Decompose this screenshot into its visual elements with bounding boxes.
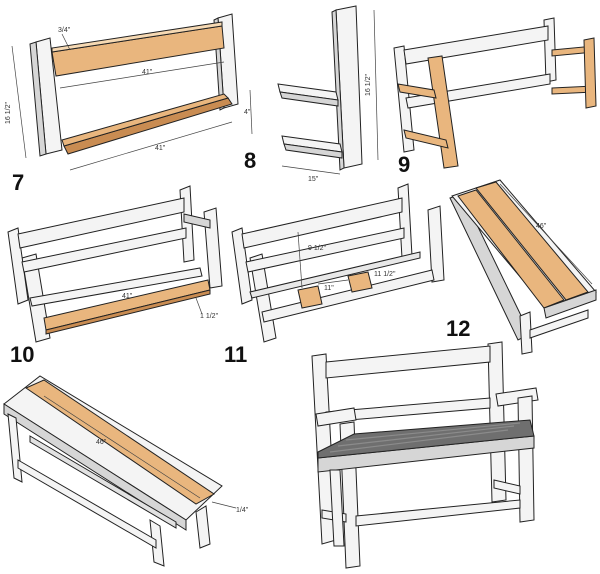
dim-span: 11" xyxy=(324,285,334,292)
step-7-panel: 41" 41" 16 1/2" 3/4" 7 xyxy=(5,13,239,195)
arm-post-right xyxy=(583,37,597,109)
top-rail-wood-edge xyxy=(51,21,223,53)
dim-height-8: 16 1/2" xyxy=(365,74,372,96)
bench-inner-rail xyxy=(29,435,177,529)
dim-length-10: 41" xyxy=(122,293,133,300)
step-11-panel: 9 1/2" 11" 11 1/2" 11 xyxy=(224,183,445,367)
top-rail-wood xyxy=(51,25,225,77)
bottom-stretcher-white xyxy=(29,267,203,307)
dim-line-offset xyxy=(195,297,203,315)
dim-line-depth xyxy=(281,165,341,175)
dim-line-top-length xyxy=(59,61,225,89)
back-rail-upper-11 xyxy=(241,197,403,249)
seat-frame-front xyxy=(543,289,597,319)
finished-back-top-rail xyxy=(325,345,491,379)
seat-leg-front xyxy=(519,311,533,355)
step-8-number: 8 xyxy=(244,148,256,173)
arm-upper-rail-face xyxy=(279,91,339,107)
dim-line-height-8 xyxy=(373,9,379,161)
step-11-number: 11 xyxy=(224,342,247,367)
dim-line-bottom-length xyxy=(69,121,233,171)
step-9-panel: 9 xyxy=(393,17,597,177)
dim-overhang: 1/4" xyxy=(236,507,249,514)
bench-lower-stretcher xyxy=(17,459,157,549)
slat-support-left xyxy=(297,285,323,309)
dim-height: 16 1/2" xyxy=(5,102,12,124)
arm-post-left xyxy=(427,55,459,169)
finished-arm-rest-left xyxy=(315,407,357,427)
center-slat-wood xyxy=(24,379,215,505)
dim-line-height xyxy=(11,45,27,159)
arm-post-side xyxy=(331,9,345,171)
back-top-rail xyxy=(403,25,549,65)
seat-slat-wood-2 xyxy=(457,189,565,309)
dim-gap: 11 1/2" xyxy=(374,271,396,278)
bench-top-front-face xyxy=(3,403,187,531)
step-12-number: 12 xyxy=(446,316,470,341)
step-9-number: 9 xyxy=(398,152,410,177)
finished-front-leg-left xyxy=(329,469,345,547)
arm-rail-left-upper xyxy=(397,83,437,99)
step-10-number: 10 xyxy=(10,342,34,367)
arm-rail-left-lower xyxy=(403,129,449,149)
dim-spacing: 4" xyxy=(244,109,251,116)
dim-line-length-13 xyxy=(43,395,201,499)
seat-slat-gap-3 xyxy=(345,422,521,441)
step-7-number: 7 xyxy=(12,170,24,195)
bottom-stretcher-11-back xyxy=(249,251,421,299)
dim-depth: 15" xyxy=(308,176,319,183)
right-back-post-11 xyxy=(397,183,413,259)
dim-line-thickness xyxy=(61,33,71,51)
left-back-post-11 xyxy=(231,227,253,305)
back-rail-upper xyxy=(17,197,185,249)
seat-slat-gap-1 xyxy=(329,429,509,453)
finished-bench xyxy=(311,341,539,569)
bench-leg-back-right xyxy=(195,505,211,549)
dim-line-spacing xyxy=(249,89,253,135)
bottom-stretcher-11 xyxy=(261,269,435,323)
back-rail-lower xyxy=(21,227,187,273)
bottom-stretcher-wood-face xyxy=(45,289,211,335)
back-rail-lower-11 xyxy=(245,227,405,273)
step-10-panel: 41" 1 1/2" 10 xyxy=(7,185,223,367)
dim-height-11: 9 1/2" xyxy=(308,245,327,252)
dim-thickness: 3/4" xyxy=(58,27,71,34)
dim-bottom-length: 41" xyxy=(155,145,166,152)
seat-slat-wood-1 xyxy=(475,181,589,301)
dim-top-length: 41" xyxy=(142,69,153,76)
arm-lower-rail-face xyxy=(283,143,343,159)
bottom-rail-wood-top xyxy=(61,93,229,147)
step-13-panel: 46" 1/4" xyxy=(3,375,249,567)
left-leg-post-side xyxy=(29,41,47,157)
seat-slat-gap-2 xyxy=(337,425,515,447)
dim-line-span xyxy=(317,279,349,285)
dim-line-height-11 xyxy=(297,231,303,289)
slat-support-right xyxy=(347,271,373,293)
step-8-panel: 4" 16 1/2" 15" 8 xyxy=(244,5,379,183)
bench-leg-front-right xyxy=(149,519,165,567)
step-12-panel: 46" 12 xyxy=(446,179,597,355)
dim-length-13: 46" xyxy=(96,439,107,446)
dim-length-12: 46" xyxy=(536,223,547,230)
right-front-post-11 xyxy=(427,205,445,283)
finished-lower-stretcher xyxy=(355,499,521,527)
arm-rail-right xyxy=(183,213,211,229)
dim-line-overhang xyxy=(211,501,237,509)
dim-offset: 1 1/2" xyxy=(200,313,219,320)
dim-line-length-12 xyxy=(499,183,593,285)
bottom-rail-wood xyxy=(63,97,233,155)
back-left-post xyxy=(393,45,415,153)
finished-side-stretcher-right xyxy=(493,479,521,495)
left-back-post xyxy=(7,227,29,305)
seat-stretcher xyxy=(529,309,589,339)
